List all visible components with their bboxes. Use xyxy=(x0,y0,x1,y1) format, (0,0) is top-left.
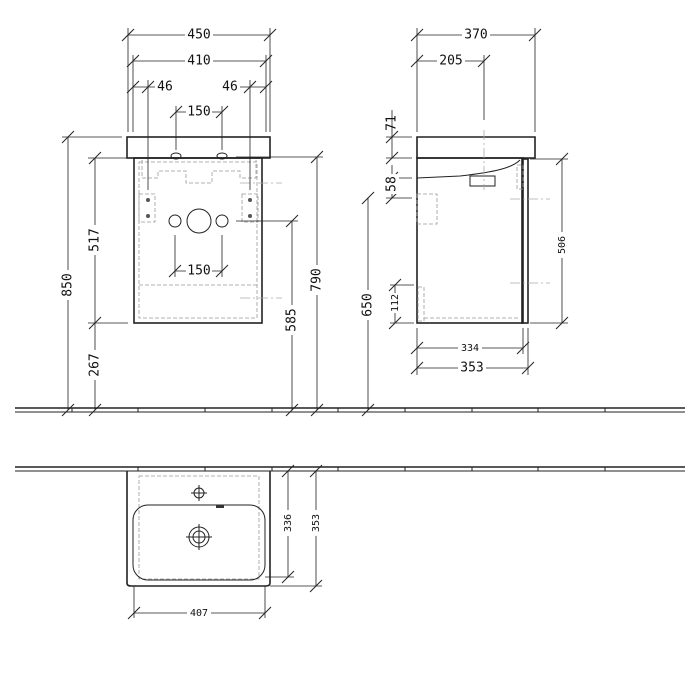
dim-850: 850 xyxy=(61,273,76,296)
dim-353-side: 353 xyxy=(460,361,483,376)
dim-46-right: 46 xyxy=(222,80,238,95)
side-view xyxy=(416,130,550,324)
door-panel xyxy=(521,158,529,324)
dim-150-holes: 150 xyxy=(187,264,210,279)
side-dimensions: 370 205 71 58 650 112 506 334 xyxy=(360,27,569,417)
supply-hole-left xyxy=(168,214,182,228)
dim-353-plan: 353 xyxy=(311,514,322,532)
dim-517: 517 xyxy=(88,228,103,251)
basin-plan xyxy=(126,471,271,587)
supply-hole-right xyxy=(215,214,229,228)
basin-front xyxy=(126,136,271,159)
cabinet-front xyxy=(133,157,263,324)
dim-450: 450 xyxy=(187,28,210,43)
dim-650: 650 xyxy=(361,293,376,316)
basin-side xyxy=(416,136,536,159)
plan-view xyxy=(15,466,685,587)
dim-150-taps: 150 xyxy=(187,105,210,120)
dim-407: 407 xyxy=(190,608,208,619)
dim-370: 370 xyxy=(464,28,487,43)
plan-dimensions: 336 353 407 xyxy=(127,464,323,620)
dim-267: 267 xyxy=(88,353,103,376)
dim-112: 112 xyxy=(390,294,401,312)
front-dimensions: 450 410 46 46 150 150 850 517 267 xyxy=(60,27,325,417)
front-view xyxy=(126,136,282,324)
tap-hole-left xyxy=(170,152,182,160)
dim-336: 336 xyxy=(283,514,294,532)
waste-hole xyxy=(186,208,212,234)
floor-line xyxy=(15,407,685,413)
cabinet-side xyxy=(416,157,524,324)
dim-58: 58 xyxy=(385,176,400,192)
dim-410: 410 xyxy=(187,54,210,69)
dim-506: 506 xyxy=(557,236,568,254)
dim-790: 790 xyxy=(310,268,325,291)
dim-46-left: 46 xyxy=(157,80,173,95)
dim-334: 334 xyxy=(461,343,479,354)
dim-71: 71 xyxy=(385,115,400,131)
bowl xyxy=(132,504,266,581)
tap-hole-right xyxy=(216,152,228,160)
dim-585: 585 xyxy=(285,308,300,331)
dim-205: 205 xyxy=(439,54,462,69)
